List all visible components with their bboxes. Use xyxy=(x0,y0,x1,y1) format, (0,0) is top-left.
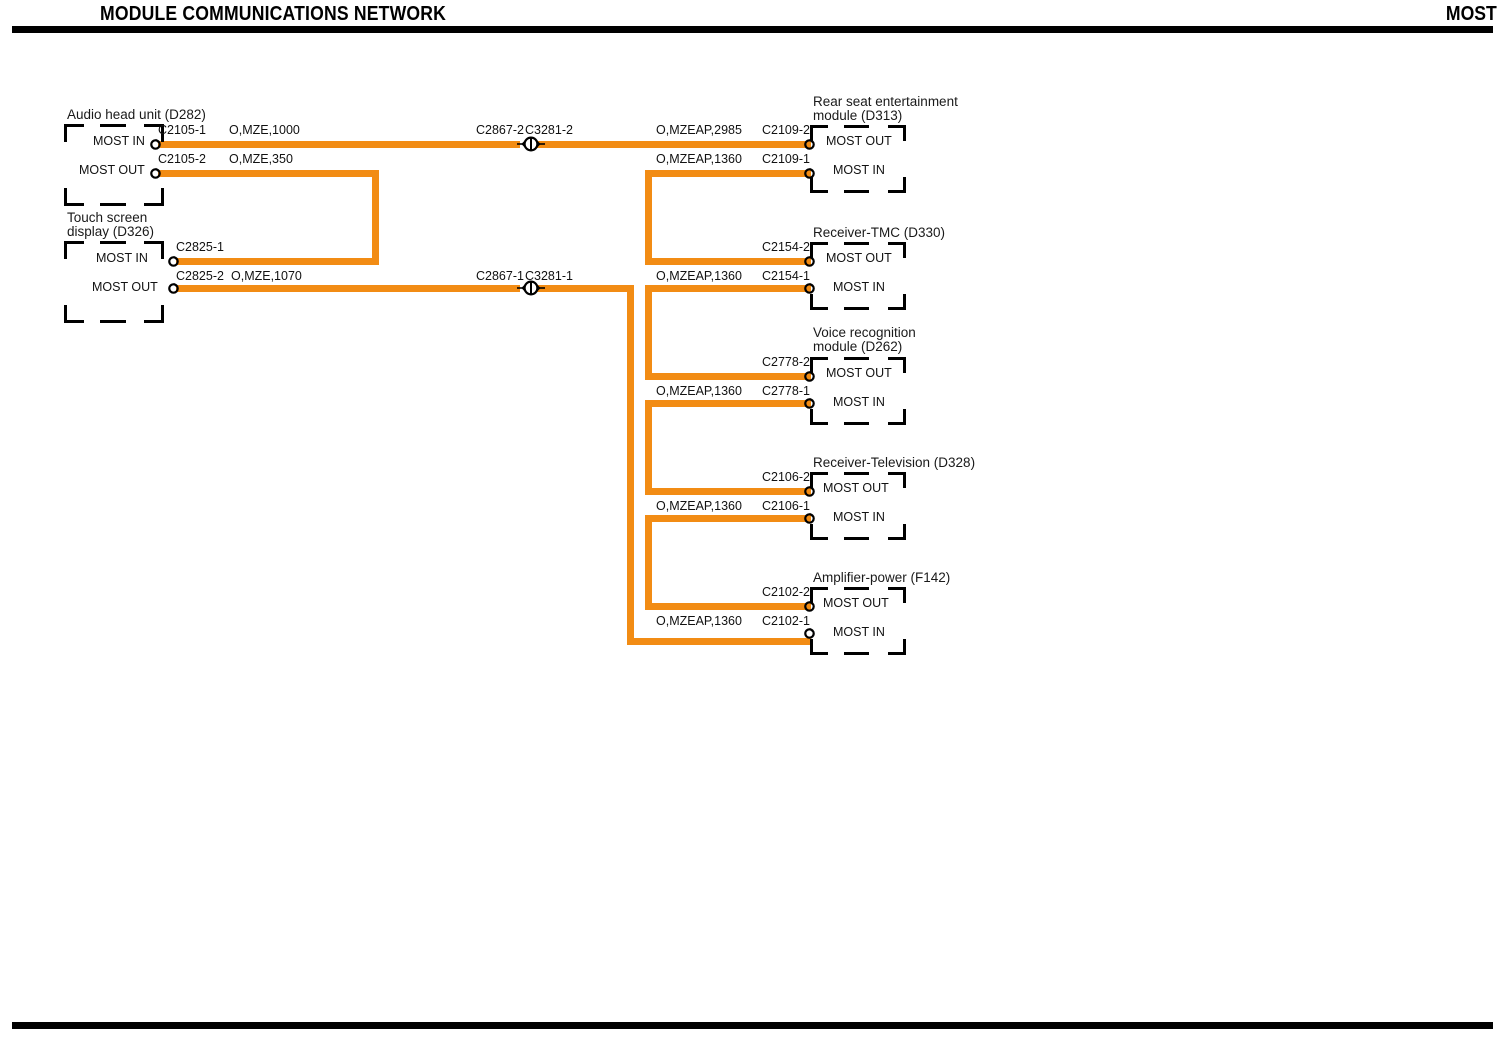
port-label-d313-most-out: MOST OUT xyxy=(826,134,892,148)
splice-upper-left-connector-label: C2867-2 xyxy=(476,123,524,137)
wire-main-bus-to-c2102-1 xyxy=(627,638,811,645)
module-box-d328 xyxy=(810,472,906,540)
module-box-f142 xyxy=(810,587,906,655)
wire-c2825-1-horizontal xyxy=(176,258,379,265)
module-name-d330: Receiver-TMC (D330) xyxy=(813,225,946,240)
wire-c2778-1-horizontal xyxy=(645,400,811,407)
wire-u-link-4-vertical xyxy=(645,515,652,610)
module-box-d262 xyxy=(810,357,906,425)
connector-label-c2106-1: C2106-1 xyxy=(762,499,810,513)
port-label-d262-most-in: MOST IN xyxy=(833,395,885,409)
wire-c2154-1-horizontal xyxy=(645,285,811,292)
terminal-pin-c2102-2[interactable] xyxy=(803,600,816,613)
terminal-pin-c2778-2[interactable] xyxy=(803,370,816,383)
wire-label-o-mzeap-2985: O,MZEAP,2985 xyxy=(656,123,742,137)
splice-connector-lower[interactable] xyxy=(513,280,549,296)
module-name-d313-line2: module (D313) xyxy=(813,108,903,123)
wire-u-link-3-vertical xyxy=(645,400,652,495)
wire-label-o-mze-1000: O,MZE,1000 xyxy=(229,123,300,137)
splice-lower-right-connector-label: C3281-1 xyxy=(525,269,573,283)
module-name-d328: Receiver-Television (D328) xyxy=(813,455,976,470)
port-label-d328-most-in: MOST IN xyxy=(833,510,885,524)
port-label-d330-most-out: MOST OUT xyxy=(826,251,892,265)
terminal-pin-c2105-2[interactable] xyxy=(149,167,162,180)
terminal-pin-c2102-1[interactable] xyxy=(803,627,816,640)
terminal-pin-c2105-1[interactable] xyxy=(149,138,162,151)
wire-c2105-2-horizontal xyxy=(158,170,379,177)
terminal-pin-c2106-2[interactable] xyxy=(803,485,816,498)
connector-label-c2105-2: C2105-2 xyxy=(158,152,206,166)
wire-c2106-1-horizontal xyxy=(645,515,811,522)
port-label-d328-most-out: MOST OUT xyxy=(823,481,889,495)
module-name-d326-line2: display (D326) xyxy=(67,224,155,239)
wire-c2102-2-horizontal xyxy=(645,603,811,610)
wire-label-o-mze-1070: O,MZE,1070 xyxy=(231,269,302,283)
module-name-d313-line1: Rear seat entertainment xyxy=(813,94,958,109)
connector-label-c2154-1: C2154-1 xyxy=(762,269,810,283)
port-label-f142-most-out: MOST OUT xyxy=(823,596,889,610)
port-label-d262-most-out: MOST OUT xyxy=(826,366,892,380)
port-label-d313-most-in: MOST IN xyxy=(833,163,885,177)
module-box-d330 xyxy=(810,242,906,310)
terminal-pin-c2778-1[interactable] xyxy=(803,397,816,410)
wire-c2778-2-horizontal xyxy=(645,373,811,380)
terminal-pin-c2154-1[interactable] xyxy=(803,282,816,295)
wire-c2154-2-horizontal xyxy=(645,258,811,265)
connector-label-c2778-2: C2778-2 xyxy=(762,355,810,369)
module-name-d262-line1: Voice recognition xyxy=(813,325,916,340)
port-label-d326-most-in: MOST IN xyxy=(96,251,148,265)
wire-c2825-2-to-splice-lower xyxy=(176,285,520,292)
wire-main-bus-vertical xyxy=(627,285,634,645)
connector-label-c2825-2: C2825-2 xyxy=(176,269,224,283)
wire-splice-upper-to-c2109-2 xyxy=(536,141,811,148)
module-name-d326-line1: Touch screen xyxy=(67,210,148,225)
connector-label-c2154-2: C2154-2 xyxy=(762,240,810,254)
wire-label-o-mzeap-1360-d328: O,MZEAP,1360 xyxy=(656,499,742,513)
terminal-pin-c2154-2[interactable] xyxy=(803,255,816,268)
wire-c2105-1-to-splice-upper xyxy=(158,141,520,148)
module-name-d262-line2: module (D262) xyxy=(813,339,903,354)
wire-u-link-1-vertical xyxy=(645,170,652,265)
wire-label-o-mzeap-1360-f142: O,MZEAP,1360 xyxy=(656,614,742,628)
connector-label-c2102-2: C2102-2 xyxy=(762,585,810,599)
port-label-d282-most-out: MOST OUT xyxy=(79,163,145,177)
wire-c2106-2-horizontal xyxy=(645,488,811,495)
connector-label-c2778-1: C2778-1 xyxy=(762,384,810,398)
terminal-pin-c2825-1[interactable] xyxy=(167,255,180,268)
port-label-f142-most-in: MOST IN xyxy=(833,625,885,639)
wire-label-o-mzeap-1360-d262: O,MZEAP,1360 xyxy=(656,384,742,398)
wire-label-o-mze-350: O,MZE,350 xyxy=(229,152,293,166)
connector-label-c2109-1: C2109-1 xyxy=(762,152,810,166)
module-box-d326 xyxy=(64,241,164,323)
wire-label-o-mzeap-1360-d330: O,MZEAP,1360 xyxy=(656,269,742,283)
splice-connector-upper[interactable] xyxy=(513,136,549,152)
header-rule xyxy=(12,26,1493,33)
connector-label-c2102-1: C2102-1 xyxy=(762,614,810,628)
wire-splice-lower-to-bus xyxy=(536,285,634,292)
network-label: MOST xyxy=(1446,3,1497,25)
port-label-d326-most-out: MOST OUT xyxy=(92,280,158,294)
splice-upper-right-connector-label: C3281-2 xyxy=(525,123,573,137)
splice-lower-left-connector-label: C2867-1 xyxy=(476,269,524,283)
terminal-pin-c2106-1[interactable] xyxy=(803,512,816,525)
footer-rule xyxy=(12,1022,1493,1029)
module-name-d282: Audio head unit (D282) xyxy=(67,107,206,122)
connector-label-c2825-1: C2825-1 xyxy=(176,240,224,254)
port-label-d330-most-in: MOST IN xyxy=(833,280,885,294)
module-box-d313 xyxy=(810,125,906,193)
wire-label-o-mzeap-1360-d313: O,MZEAP,1360 xyxy=(656,152,742,166)
wire-u-link-2-vertical xyxy=(645,285,652,380)
page-title: MODULE COMMUNICATIONS NETWORK xyxy=(100,3,447,25)
terminal-pin-c2109-1[interactable] xyxy=(803,167,816,180)
wire-c2105-2-vertical xyxy=(372,170,379,265)
connector-label-c2109-2: C2109-2 xyxy=(762,123,810,137)
wire-c2109-1-horizontal xyxy=(645,170,811,177)
port-label-d282-most-in: MOST IN xyxy=(93,134,145,148)
terminal-pin-c2825-2[interactable] xyxy=(167,282,180,295)
connector-label-c2106-2: C2106-2 xyxy=(762,470,810,484)
terminal-pin-c2109-2[interactable] xyxy=(803,138,816,151)
module-name-f142: Amplifier-power (F142) xyxy=(813,570,951,585)
module-box-d282 xyxy=(64,124,164,206)
connector-label-c2105-1: C2105-1 xyxy=(158,123,206,137)
